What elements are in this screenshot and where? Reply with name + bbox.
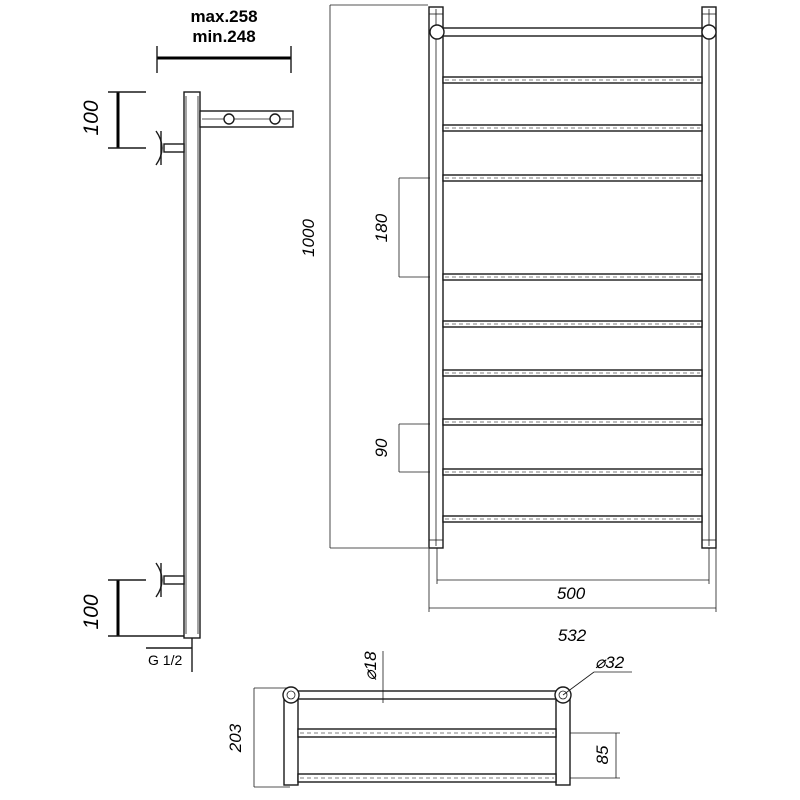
post-diameter-label: ⌀32 bbox=[595, 653, 625, 672]
offset-top-label: 100 bbox=[80, 100, 103, 135]
side-view: max.258 min.248 100 100 G 1/2 bbox=[80, 7, 294, 672]
front-view: 1000 bbox=[299, 4, 717, 645]
plan-view: 203 ⌀18 ⌀32 85 bbox=[226, 651, 632, 788]
plan-top-rail bbox=[297, 690, 557, 700]
spacing-180-label: 180 bbox=[372, 213, 391, 242]
inner-width-label: 500 bbox=[557, 584, 586, 603]
side-rung-end-2 bbox=[269, 113, 281, 125]
front-rungs bbox=[442, 76, 703, 523]
bottom-bracket-stem bbox=[163, 575, 185, 585]
top-bracket-stem bbox=[163, 143, 185, 153]
plan-left-post bbox=[283, 694, 299, 786]
plan-joint-right-inner bbox=[558, 690, 568, 700]
side-rung-end-1 bbox=[223, 113, 235, 125]
front-top-joint-left bbox=[429, 24, 445, 40]
bottom-wall-flange bbox=[155, 562, 163, 598]
plan-joint-left bbox=[282, 686, 300, 704]
plan-right-post bbox=[555, 694, 571, 786]
depth-min-label: min.248 bbox=[192, 27, 255, 46]
front-top-joint-right bbox=[701, 24, 717, 40]
top-wall-flange bbox=[155, 130, 163, 166]
spacing-90-label: 90 bbox=[372, 438, 391, 457]
thread-label: G 1/2 bbox=[148, 652, 182, 668]
depth-max-label: max.258 bbox=[190, 7, 257, 26]
post-diameter-leader bbox=[562, 671, 595, 696]
plan-depth-label: 203 bbox=[226, 723, 245, 753]
plan-spacing-label: 85 bbox=[593, 745, 612, 764]
height-label: 1000 bbox=[299, 219, 318, 257]
offset-bottom-label: 100 bbox=[80, 594, 103, 629]
front-top-rung bbox=[442, 27, 703, 37]
rung-diameter-label: ⌀18 bbox=[361, 651, 380, 681]
outer-width-label: 532 bbox=[558, 626, 587, 645]
plan-joint-left-inner bbox=[286, 690, 296, 700]
